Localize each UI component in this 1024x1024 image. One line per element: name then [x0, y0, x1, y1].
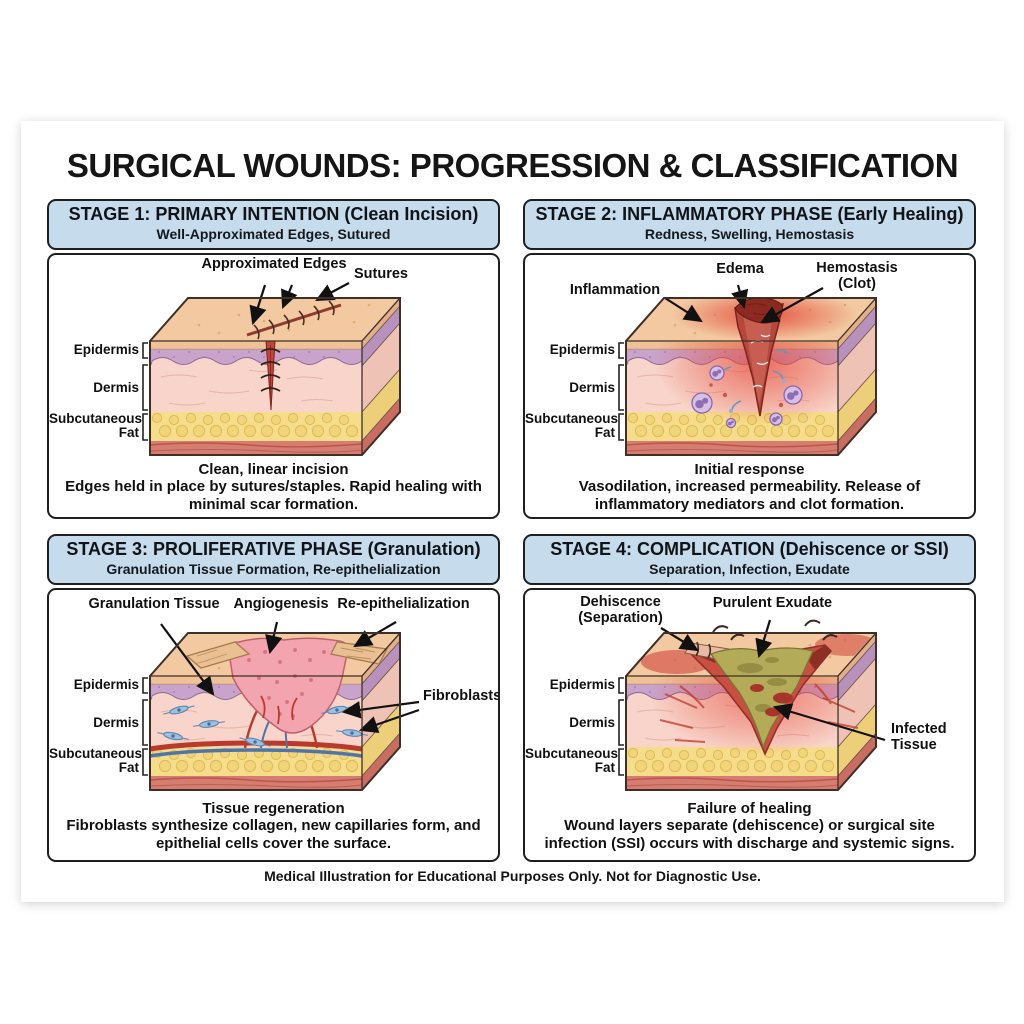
annotation-arrow [341, 700, 420, 719]
stage-4-body: Dehiscence (Separation) Purulent Exudate… [523, 588, 976, 862]
immune-cell [709, 365, 725, 381]
stage-3-caption: Tissue regeneration Fibroblasts synthesi… [57, 800, 490, 852]
skin-block-illustration-stage-1 [49, 255, 498, 460]
layer-label-dermis: Dermis [93, 715, 139, 730]
immune-cell [783, 385, 803, 405]
annotation-arrow [755, 619, 773, 659]
stage-4-caption-heading: Failure of healing [687, 800, 812, 817]
muscle-layer [150, 441, 362, 455]
fibroblast [157, 731, 189, 741]
sutured-incision [246, 300, 342, 411]
annotation-purulent-exudate: Purulent Exudate [712, 595, 833, 611]
stage-3-caption-heading: Tissue regeneration [202, 800, 345, 817]
layer-label-subcutaneous-fat: Subcutaneous Fat [525, 746, 619, 776]
annotation-arrow [772, 703, 886, 742]
broken-sutures [712, 619, 838, 641]
layer-label-subcutaneous-fat: Subcutaneous Fat [525, 411, 619, 441]
skin-block-illustration-stage-4 [525, 590, 974, 795]
stage-4-subtitle: Separation, Infection, Exudate [649, 560, 850, 577]
stage-1-subtitle: Well-Approximated Edges, Sutured [156, 225, 391, 242]
annotation-approximated-edges: Approximated Edges [201, 256, 347, 272]
stage-3-body: Granulation Tissue Angiogenesis Re-epith… [47, 588, 500, 862]
stage-1-caption-heading: Clean, linear incision [198, 461, 349, 478]
stage-3-subtitle: Granulation Tissue Formation, Re-epithel… [106, 560, 441, 577]
annotation-granulation-tissue: Granulation Tissue [88, 596, 220, 612]
annotation-re-epithelialization: Re-epithelialization [337, 596, 470, 612]
dehisced-infected-wound [641, 619, 874, 756]
stage-2-subtitle: Redness, Swelling, Hemostasis [644, 225, 855, 242]
layer-brackets [142, 342, 148, 441]
annotation-sutures: Sutures [354, 266, 408, 282]
stage-3-title: STAGE 3: PROLIFERATIVE PHASE (Granulatio… [66, 539, 481, 559]
layer-label-epidermis: Epidermis [73, 677, 139, 692]
immune-cell [769, 412, 783, 426]
poster-title: SURGICAL WOUNDS: PROGRESSION & CLASSIFIC… [66, 147, 959, 184]
annotation-hemostasis-clot: Hemostasis (Clot) [816, 260, 898, 292]
layer-label-epidermis: Epidermis [73, 342, 139, 357]
annotation-angiogenesis: Angiogenesis [233, 596, 329, 612]
panel-stage-3: STAGE 3: PROLIFERATIVE PHASE (Granulatio… [47, 534, 500, 862]
skin-block-illustration-stage-2 [525, 255, 974, 460]
stage-1-header: STAGE 1: PRIMARY INTENTION (Clean Incisi… [47, 199, 500, 250]
layer-brackets [142, 677, 148, 776]
annotation-arrow [281, 284, 298, 310]
stage-1-caption-text: Edges held in place by sutures/staples. … [65, 478, 482, 513]
immune-cell [725, 417, 737, 429]
fibroblast [193, 720, 225, 728]
stage-4-caption: Failure of healing Wound layers separate… [533, 800, 966, 852]
annotation-edema: Edema [716, 261, 764, 277]
annotation-arrow [760, 287, 824, 324]
annotation-arrow [731, 284, 749, 310]
layer-label-epidermis: Epidermis [549, 342, 615, 357]
layer-label-dermis: Dermis [569, 380, 615, 395]
annotation-dehiscence-separation: Dehiscence (Separation) [578, 594, 663, 626]
annotation-inflammation: Inflammation [569, 282, 661, 298]
annotation-arrow [265, 621, 283, 655]
annotation-arrow [249, 284, 267, 326]
annotation-infected-tissue: Infected Tissue [891, 721, 947, 753]
immune-cell [691, 392, 713, 414]
stage-1-title: STAGE 1: PRIMARY INTENTION (Clean Incisi… [68, 204, 479, 224]
granulation-wound [149, 637, 389, 758]
skin-block-illustration-stage-3 [49, 590, 498, 795]
layer-label-subcutaneous-fat: Subcutaneous Fat [49, 746, 143, 776]
stage-1-caption: Clean, linear incision Edges held in pla… [57, 461, 490, 513]
stage-3-caption-text: Fibroblasts synthesize collagen, new cap… [66, 817, 481, 852]
layer-label-subcutaneous-fat: Subcutaneous Fat [49, 411, 143, 441]
poster-disclaimer: Medical Illustration for Educational Pur… [264, 868, 761, 884]
stage-3-header: STAGE 3: PROLIFERATIVE PHASE (Granulatio… [47, 534, 500, 585]
annotation-arrow [160, 623, 215, 696]
layer-brackets [618, 677, 624, 776]
stage-4-header: STAGE 4: COMPLICATION (Dehiscence or SSI… [523, 534, 976, 585]
stage-2-body: Inflammation Edema Hemostasis (Clot) Epi… [523, 253, 976, 519]
annotation-arrow [660, 627, 699, 652]
stage-2-caption: Initial response Vasodilation, increased… [533, 461, 966, 513]
stage-2-caption-heading: Initial response [694, 461, 805, 478]
muscle-layer [626, 776, 838, 790]
layer-label-dermis: Dermis [93, 380, 139, 395]
layer-label-dermis: Dermis [569, 715, 615, 730]
fibroblast [163, 705, 195, 715]
layer-brackets [618, 342, 624, 441]
skin-top-face [148, 297, 402, 342]
annotation-arrow [664, 297, 703, 323]
stage-2-caption-text: Vasodilation, increased permeability. Re… [578, 478, 921, 513]
layer-label-epidermis: Epidermis [549, 677, 615, 692]
stage-2-header: STAGE 2: INFLAMMATORY PHASE (Early Heali… [523, 199, 976, 250]
annotation-fibroblasts: Fibroblasts [423, 688, 500, 704]
muscle-layer [626, 441, 838, 455]
poster-sheet: SURGICAL WOUNDS: PROGRESSION & CLASSIFIC… [21, 121, 1004, 902]
panel-stage-2: STAGE 2: INFLAMMATORY PHASE (Early Heali… [523, 199, 976, 519]
stage-2-title: STAGE 2: INFLAMMATORY PHASE (Early Heali… [535, 204, 964, 224]
stage-1-body: Approximated Edges Sutures Epidermis Der… [47, 253, 500, 519]
panel-stage-4: STAGE 4: COMPLICATION (Dehiscence or SSI… [523, 534, 976, 862]
annotation-arrow [358, 708, 420, 733]
fibroblast [239, 737, 271, 747]
muscle-layer [150, 776, 362, 790]
stage-4-title: STAGE 4: COMPLICATION (Dehiscence or SSI… [550, 539, 949, 559]
stage-4-caption-text: Wound layers separate (dehiscence) or su… [544, 817, 955, 852]
panel-stage-1: STAGE 1: PRIMARY INTENTION (Clean Incisi… [47, 199, 500, 519]
